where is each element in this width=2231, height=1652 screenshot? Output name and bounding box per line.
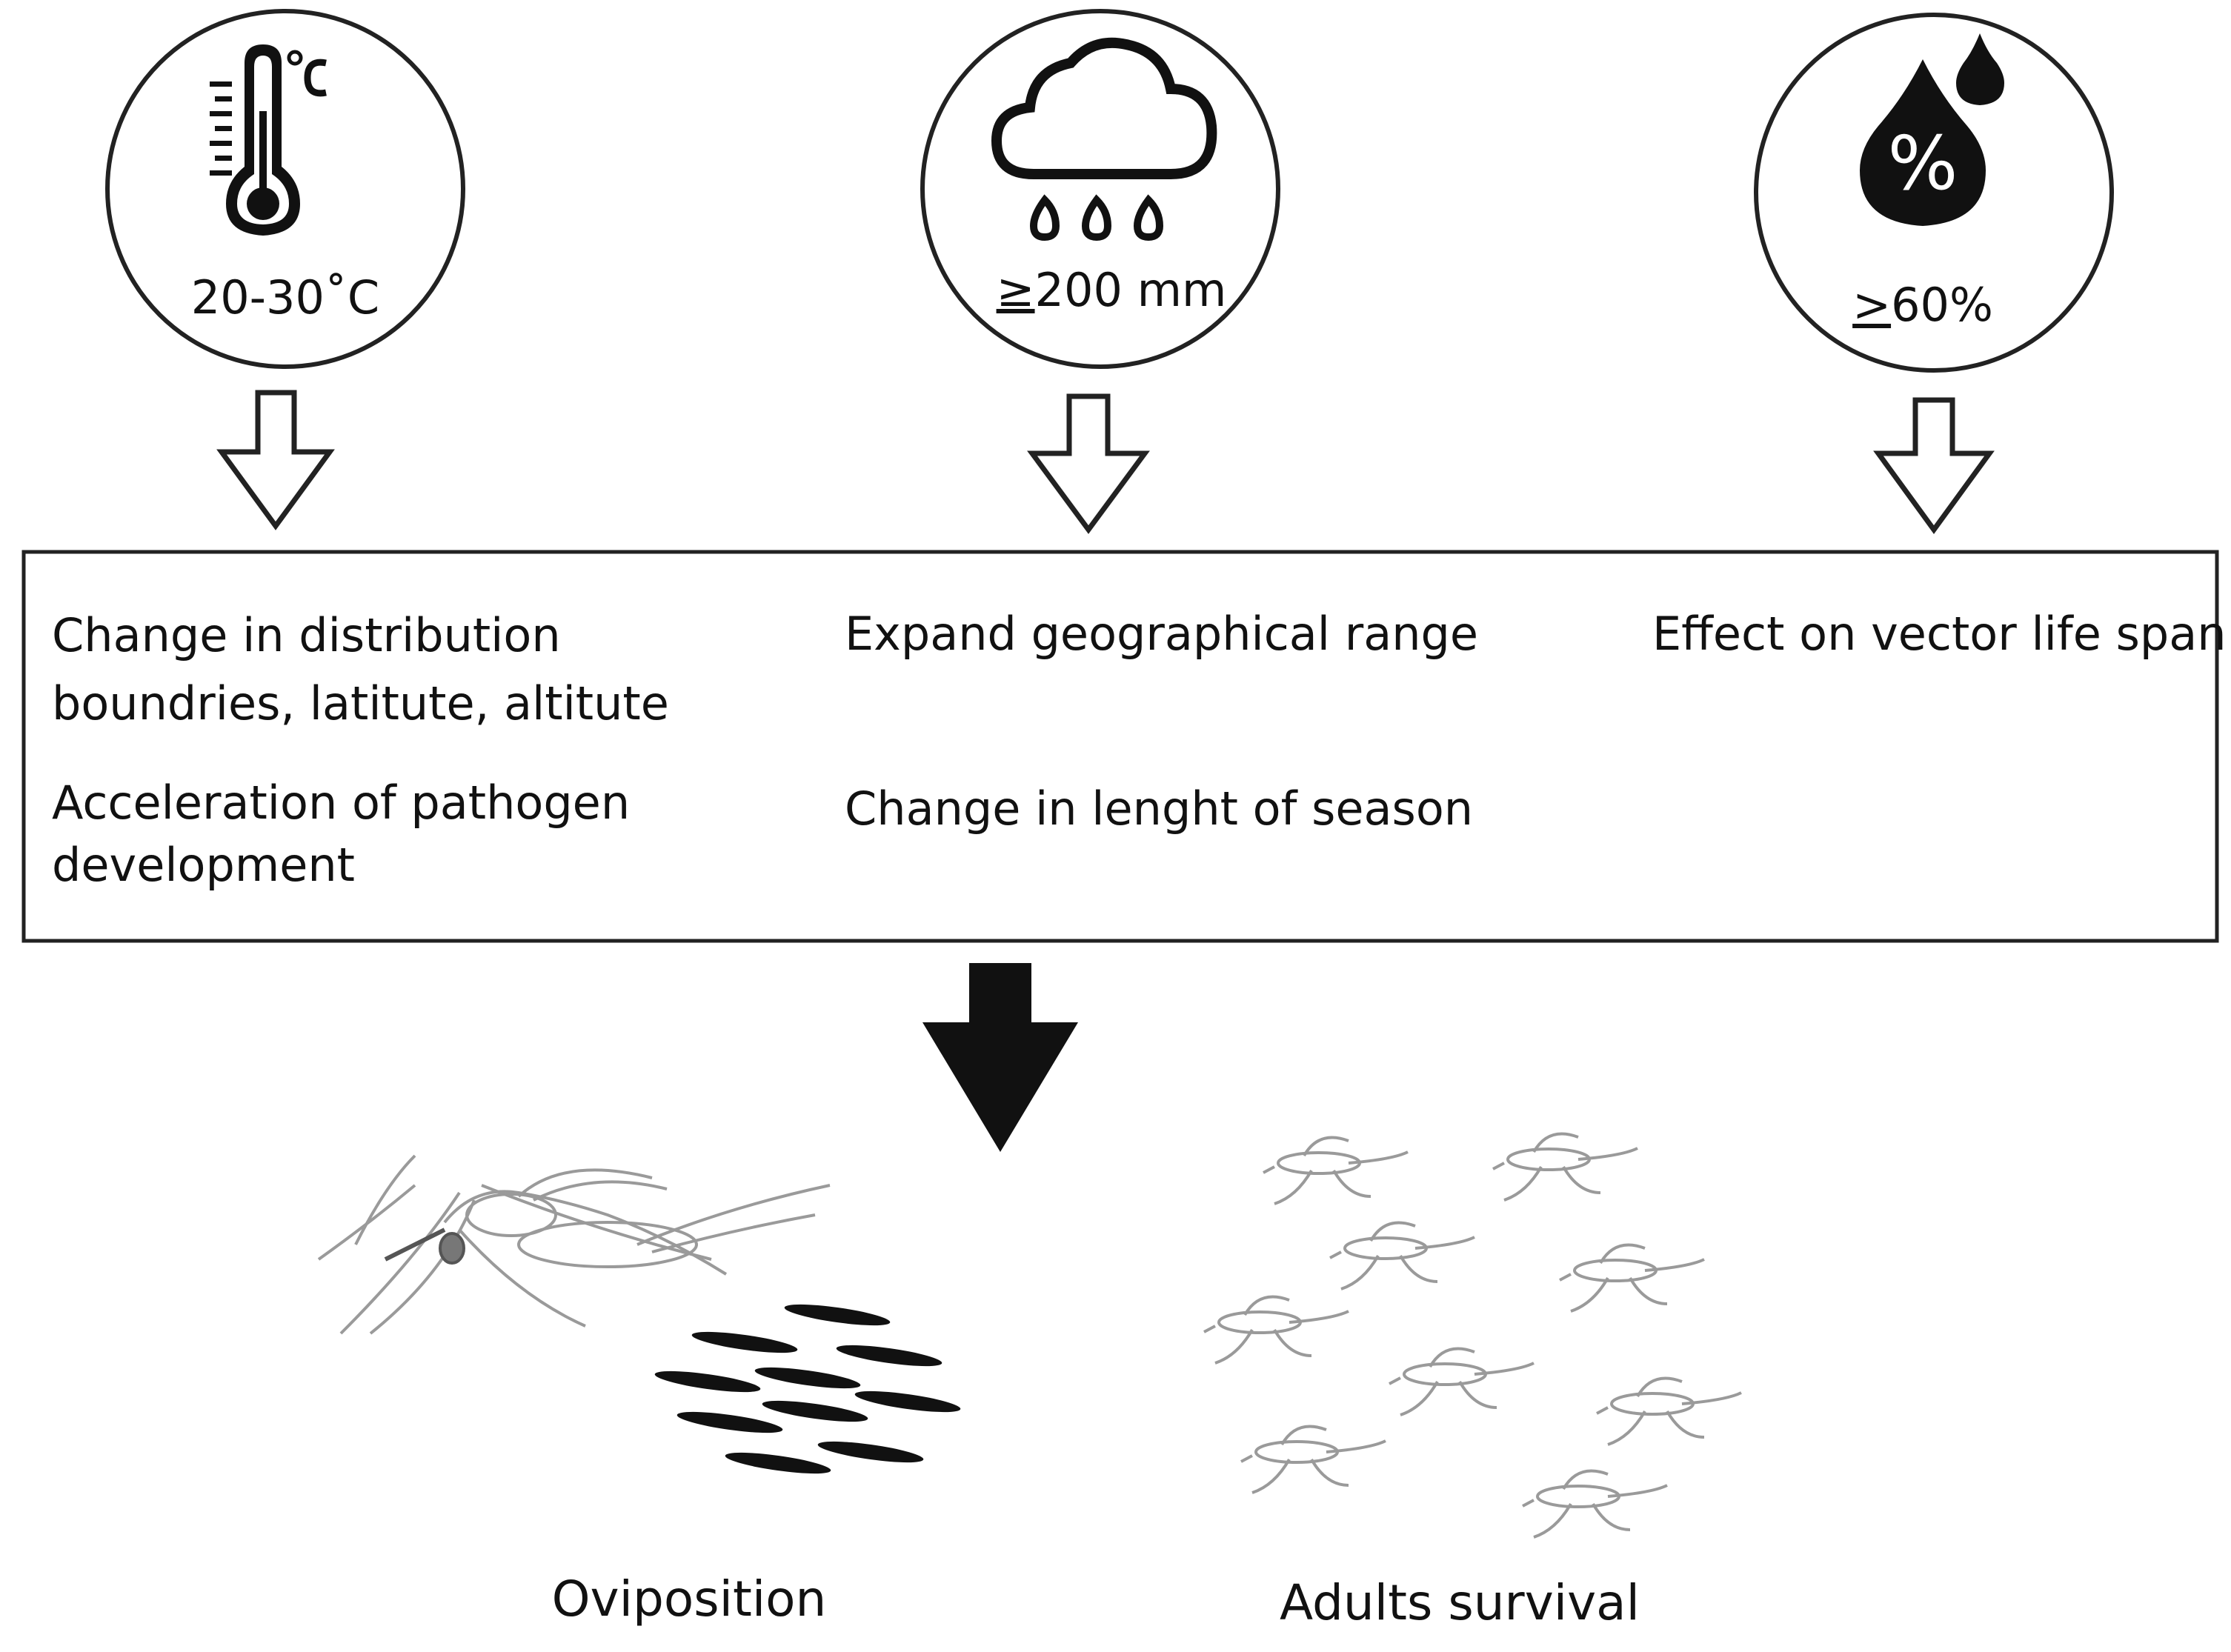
- rainfall-effect-1: Expand geographical range: [845, 600, 1478, 668]
- rainfall-amount-label: ≥200 mm: [934, 263, 1289, 317]
- humidity-down-arrow: [1873, 397, 1995, 534]
- humidity-circle: [1754, 13, 2114, 373]
- temperature-effect-1-line-2: boundries, latitute, altitute: [52, 676, 669, 730]
- adult-mosquitoes-illustration: [1203, 1132, 1742, 1539]
- rain-cloud-icon: [991, 37, 1217, 242]
- temperature-effect-2-line-1: Acceleration of pathogen: [52, 776, 631, 830]
- adults-survival-label: Adults survival: [1280, 1574, 1640, 1631]
- mosquito-eggs: [654, 1304, 961, 1474]
- effects-box: [21, 550, 2219, 943]
- rainfall-circle: [920, 9, 1280, 369]
- rainfall-value: 200 mm: [1034, 263, 1227, 317]
- humidity-drop-icon: [1860, 33, 2004, 226]
- rainfall-effect-2: Change in lenght of season: [845, 775, 1473, 843]
- temperature-effect-1: Change in distribution boundries, latitu…: [52, 602, 669, 738]
- humidity-prefix: >: [1852, 278, 1892, 332]
- thermometer-icon: [210, 44, 327, 236]
- humidity-level-label: >60%: [1745, 278, 2101, 332]
- humidity-effect-1-line-1: Effect on vector life span: [1652, 607, 2227, 661]
- temperature-down-arrow: [216, 390, 335, 530]
- temperature-circle: [105, 9, 465, 369]
- temperature-effect-1-line-1: Change in distribution: [52, 608, 561, 662]
- humidity-percent-glyph: %: [1887, 120, 1958, 207]
- rainfall-effect-1-line-1: Expand geographical range: [845, 607, 1479, 661]
- humidity-effect-1: Effect on vector life span: [1652, 600, 2227, 668]
- oviposition-label: Oviposition: [551, 1571, 827, 1628]
- ovipositing-mosquito-illustration: [317, 1154, 831, 1335]
- temperature-effect-2-line-2: development: [52, 838, 355, 892]
- rainfall-effect-2-line-1: Change in lenght of season: [845, 782, 1474, 836]
- temperature-range-label: 20-30˚C: [107, 270, 463, 324]
- humidity-value: 60%: [1891, 278, 1993, 332]
- rainfall-prefix: ≥: [996, 263, 1035, 317]
- temperature-value: 20-30˚C: [190, 270, 380, 324]
- outcome-down-arrow: [922, 963, 1078, 1152]
- rainfall-down-arrow: [1027, 393, 1150, 534]
- temperature-effect-2: Acceleration of pathogen development: [52, 772, 630, 896]
